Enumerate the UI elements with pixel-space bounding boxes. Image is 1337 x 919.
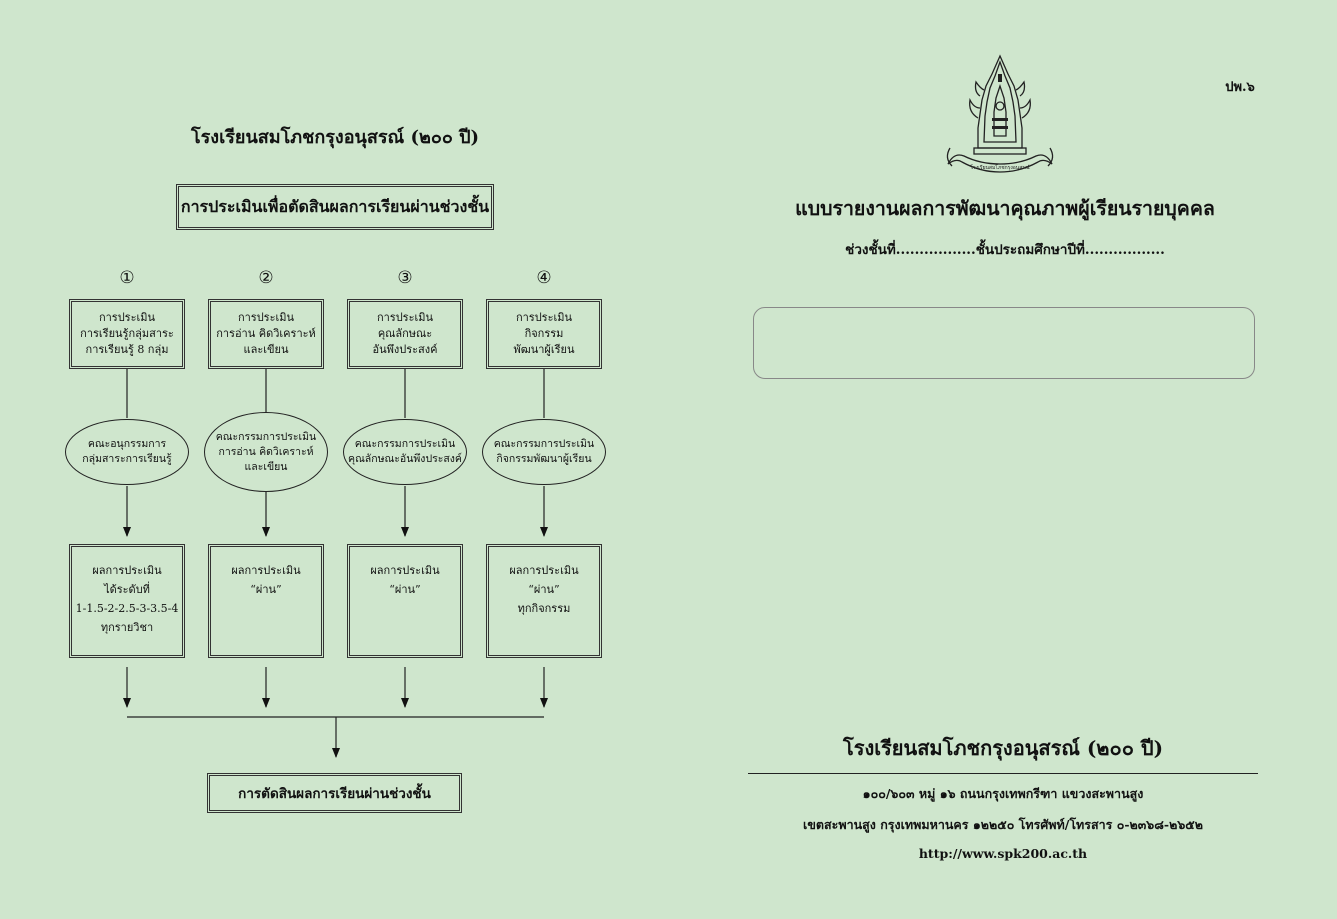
box-line: อันพึงประสงค์: [372, 343, 438, 356]
website-link[interactable]: http://www.spk200.ac.th: [918, 846, 1088, 861]
oval-line: กลุ่มสาระการเรียนรู้: [82, 453, 172, 465]
oval-line: คณะกรรมการประเมิน: [215, 430, 317, 443]
assessment-box-4: การประเมิน กิจกรรม พัฒนาผู้เรียน: [486, 299, 602, 369]
right-school-title: โรงเรียนสมโภชกรุงอนุสรณ์ (๒๐๐ ปี): [842, 736, 1164, 760]
result-line: “ผ่าน”: [389, 583, 421, 596]
student-name-box[interactable]: [753, 307, 1255, 379]
oval-line: คณะกรรมการประเมิน: [493, 438, 595, 450]
column-number-4: ④: [536, 268, 552, 288]
assessment-box-2: การประเมิน การอ่าน คิดวิเคราะห์ และเขียน: [208, 299, 324, 369]
level-fill-line: ช่วงชั้นที่.................ชั้นประถมศึก…: [845, 242, 1165, 258]
box-line: กิจกรรม: [524, 327, 564, 340]
result-box-1: ผลการประเมิน ได้ระดับที่ 1-1.5-2-2.5-3-3…: [69, 544, 185, 658]
address-line-1: ๑๐๐/๖๐๓ หมู่ ๑๖ ถนนกรุงเทพกรีฑา แขวงสะพา…: [862, 786, 1144, 801]
result-line: ทุกกิจกรรม: [517, 602, 571, 615]
oval-line: การอ่าน คิดวิเคราะห์: [218, 445, 314, 458]
oval-line: และเขียน: [244, 460, 288, 473]
result-line: “ผ่าน”: [528, 583, 560, 596]
column-number-1: ①: [119, 268, 135, 288]
final-decision-label: การตัดสินผลการเรียนผ่านช่วงชั้น: [238, 786, 431, 802]
column-number-2: ②: [258, 268, 274, 288]
result-line: ผลการประเมิน: [509, 564, 579, 577]
oval-line: คณะกรรมการประเมิน: [354, 438, 456, 450]
oval-line: คณะอนุกรรมการ: [87, 438, 167, 450]
committee-oval-4: คณะกรรมการประเมิน กิจกรรมพัฒนาผู้เรียน: [482, 419, 606, 485]
result-line: ผลการประเมิน: [231, 564, 301, 577]
result-line: ได้ระดับที่: [104, 583, 150, 596]
committee-oval-3: คณะกรรมการประเมิน คุณลักษณะอันพึงประสงค์: [343, 419, 467, 485]
address-line-2: เขตสะพานสูง กรุงเทพมหานคร ๑๒๒๕๐ โทรศัพท์…: [803, 817, 1203, 832]
box-line: การประเมิน: [376, 311, 434, 324]
box-line: และเขียน: [243, 343, 289, 356]
box-line: คุณลักษณะ: [377, 327, 433, 340]
report-title: แบบรายงานผลการพัฒนาคุณภาพผู้เรียนรายบุคค…: [795, 197, 1215, 220]
emblem-banner-text: โรงเรียนสมโภชกรุงอนุสรณ์: [970, 164, 1030, 171]
oval-line: คุณลักษณะอันพึงประสงค์: [348, 453, 462, 465]
committee-oval-2: คณะกรรมการประเมิน การอ่าน คิดวิเคราะห์ แ…: [204, 412, 328, 492]
assessment-box-1: การประเมิน การเรียนรู้กลุ่มสาระ การเรียน…: [69, 299, 185, 369]
result-box-3: ผลการประเมิน “ผ่าน”: [347, 544, 463, 658]
assessment-title-box: การประเมินเพื่อตัดสินผลการเรียนผ่านช่วงช…: [176, 184, 494, 230]
box-line: การเรียนรู้ 8 กลุ่ม: [85, 343, 169, 356]
result-line: 1-1.5-2-2.5-3-3.5-4: [75, 602, 179, 615]
final-decision-box: การตัดสินผลการเรียนผ่านช่วงชั้น: [207, 773, 462, 813]
divider-line: [748, 773, 1258, 774]
box-line: การประเมิน: [515, 311, 573, 324]
school-emblem-icon: โรงเรียนสมโภชกรุงอนุสรณ์: [940, 52, 1060, 177]
result-line: “ผ่าน”: [250, 583, 282, 596]
box-line: การเรียนรู้กลุ่มสาระ: [80, 327, 174, 340]
result-line: ทุกรายวิชา: [100, 621, 154, 634]
result-box-2: ผลการประเมิน “ผ่าน”: [208, 544, 324, 658]
oval-line: กิจกรรมพัฒนาผู้เรียน: [496, 453, 592, 465]
result-box-4: ผลการประเมิน “ผ่าน” ทุกกิจกรรม: [486, 544, 602, 658]
result-line: ผลการประเมิน: [370, 564, 440, 577]
result-line: ผลการประเมิน: [92, 564, 162, 577]
box-line: การอ่าน คิดวิเคราะห์: [216, 327, 316, 340]
box-line: การประเมิน: [98, 311, 156, 324]
box-line: การประเมิน: [237, 311, 295, 324]
column-number-3: ③: [397, 268, 413, 288]
assessment-title: การประเมินเพื่อตัดสินผลการเรียนผ่านช่วงช…: [180, 196, 490, 216]
assessment-box-3: การประเมิน คุณลักษณะ อันพึงประสงค์: [347, 299, 463, 369]
form-code: ปพ.๖: [1225, 80, 1255, 95]
box-line: พัฒนาผู้เรียน: [513, 343, 575, 356]
left-school-title: โรงเรียนสมโภชกรุงอนุสรณ์ (๒๐๐ ปี): [190, 127, 480, 148]
committee-oval-1: คณะอนุกรรมการ กลุ่มสาระการเรียนรู้: [65, 419, 189, 485]
